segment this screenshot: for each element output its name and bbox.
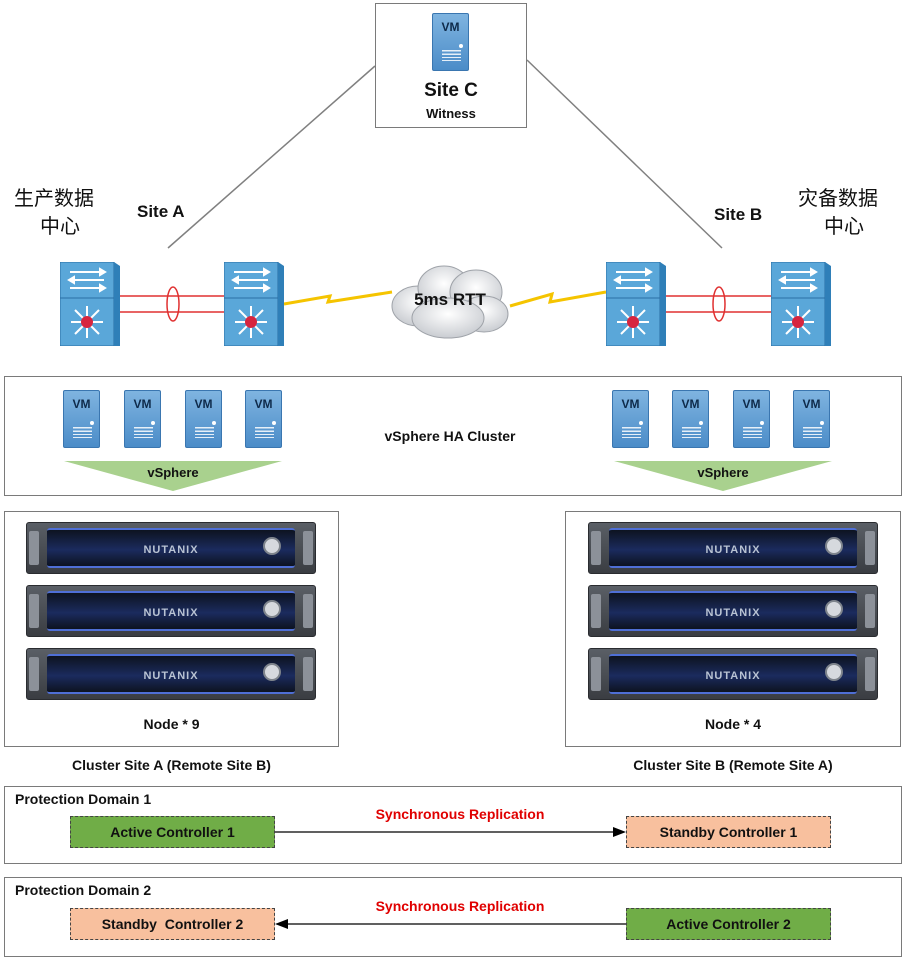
pd2-replication-label: Synchronous Replication [375, 898, 545, 914]
site-b-dc-label: 灾备数据 中心 [798, 186, 878, 238]
vsphere-left-label: vSphere [147, 465, 199, 480]
vsphere-funnel-left [64, 461, 282, 491]
rtt-label: 5ms RTT [414, 290, 486, 309]
pd1-active-controller: Active Controller 1 [70, 816, 275, 848]
vm-icon: VM [672, 390, 709, 448]
switch-icon [60, 262, 120, 346]
pd2-active-controller: Active Controller 2 [626, 908, 831, 940]
site-c-title: Site C [424, 80, 478, 101]
site-a-label: Site A [137, 202, 185, 221]
pd1-title: Protection Domain 1 [15, 791, 152, 807]
cluster-caption-right: Cluster Site B (Remote Site A) [633, 757, 833, 773]
vsphere-cluster-label: vSphere HA Cluster [384, 428, 516, 444]
vm-icon: VM [63, 390, 100, 448]
vm-icon: VM [793, 390, 830, 448]
cluster-caption-left: Cluster Site A (Remote Site B) [72, 757, 271, 773]
node-count-left: Node * 9 [143, 716, 200, 732]
pd2-title: Protection Domain 2 [15, 882, 152, 898]
pd2-standby-controller: Standby Controller 2 [70, 908, 275, 940]
vsphere-right-label: vSphere [697, 465, 749, 480]
pd1-standby-controller: Standby Controller 1 [626, 816, 831, 848]
site-c-vm-icon: VM [432, 13, 469, 71]
vm-icon: VM [185, 390, 222, 448]
nutanix-server: NUTANIX [588, 522, 878, 574]
pd2-replication-arrow [275, 919, 626, 929]
nutanix-server: NUTANIX [26, 522, 316, 574]
pd1-replication-arrow [275, 827, 626, 837]
pd1-replication-label: Synchronous Replication [375, 806, 545, 822]
nutanix-server: NUTANIX [588, 648, 878, 700]
vsphere-funnel-right [614, 461, 832, 491]
vm-icon: VM [245, 390, 282, 448]
node-count-right: Node * 4 [704, 716, 761, 732]
vm-icon: VM [733, 390, 770, 448]
site-b-label: Site B [714, 205, 763, 224]
switch-icon [224, 262, 284, 346]
cloud-icon [391, 265, 509, 339]
nutanix-server: NUTANIX [588, 585, 878, 637]
site-c-subtitle: Witness [426, 106, 476, 121]
switch-icon [771, 262, 831, 346]
nutanix-server: NUTANIX [26, 648, 316, 700]
vm-icon: VM [612, 390, 649, 448]
site-a-dc-label: 生产数据 中心 [14, 186, 94, 238]
vm-icon: VM [124, 390, 161, 448]
nutanix-server: NUTANIX [26, 585, 316, 637]
switch-icon [606, 262, 666, 346]
